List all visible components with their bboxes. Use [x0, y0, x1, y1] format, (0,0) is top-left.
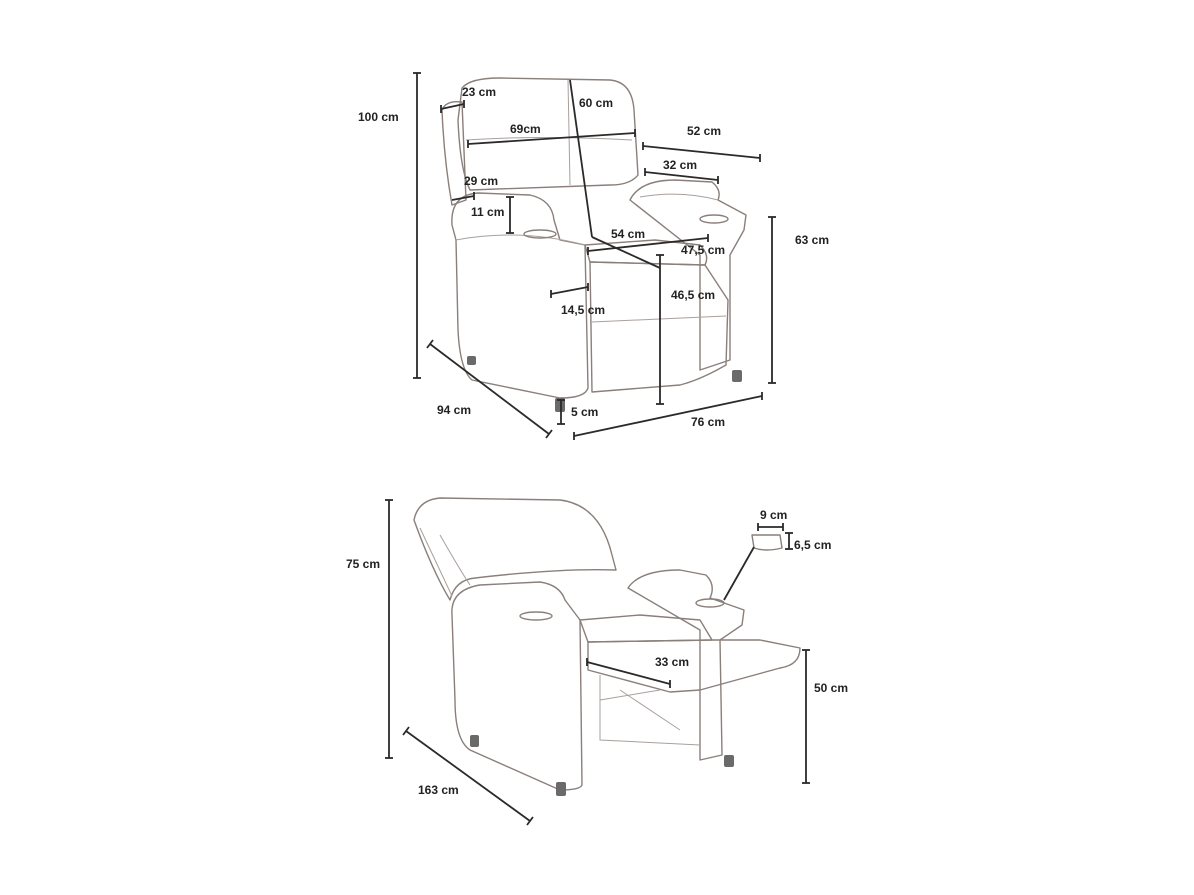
label-seat-height: 46,5 cm — [671, 288, 716, 302]
label-cupholder-diameter: 9 cm — [760, 508, 788, 522]
label-footrest-length: 33 cm — [655, 655, 690, 669]
label-headrest-depth: 23 cm — [462, 85, 497, 99]
label-backrest-width: 69cm — [510, 122, 541, 136]
label-seat-width: 54 cm — [611, 227, 646, 241]
label-armrest-thickness: 14,5 cm — [561, 303, 606, 317]
label-armrest-height: 63 cm — [795, 233, 830, 247]
label-backrest-height: 60 cm — [579, 96, 614, 110]
bottom-view-dimension-lines — [385, 499, 810, 826]
label-reclined-height: 75 cm — [346, 557, 381, 571]
upright-recliner-illustration — [441, 77, 747, 412]
label-feet-height: 5 cm — [571, 405, 599, 419]
label-armrest-length: 52 cm — [687, 124, 722, 138]
top-view-dimension-lines — [413, 72, 776, 440]
label-height-total: 100 cm — [358, 110, 399, 124]
label-reclined-length: 163 cm — [418, 783, 459, 797]
label-footrest-height: 50 cm — [814, 681, 849, 695]
label-armrest-width: 32 cm — [663, 158, 698, 172]
label-width-total: 76 cm — [691, 415, 726, 429]
label-cupholder-depth: 6,5 cm — [794, 538, 832, 552]
label-depth-total: 94 cm — [437, 403, 472, 417]
label-seat-depth: 47,5 cm — [681, 243, 726, 257]
reclined-recliner-illustration — [413, 497, 801, 796]
label-back-cushion-depth: 29 cm — [464, 174, 499, 188]
label-armrest-pad-height: 11 cm — [471, 205, 505, 219]
